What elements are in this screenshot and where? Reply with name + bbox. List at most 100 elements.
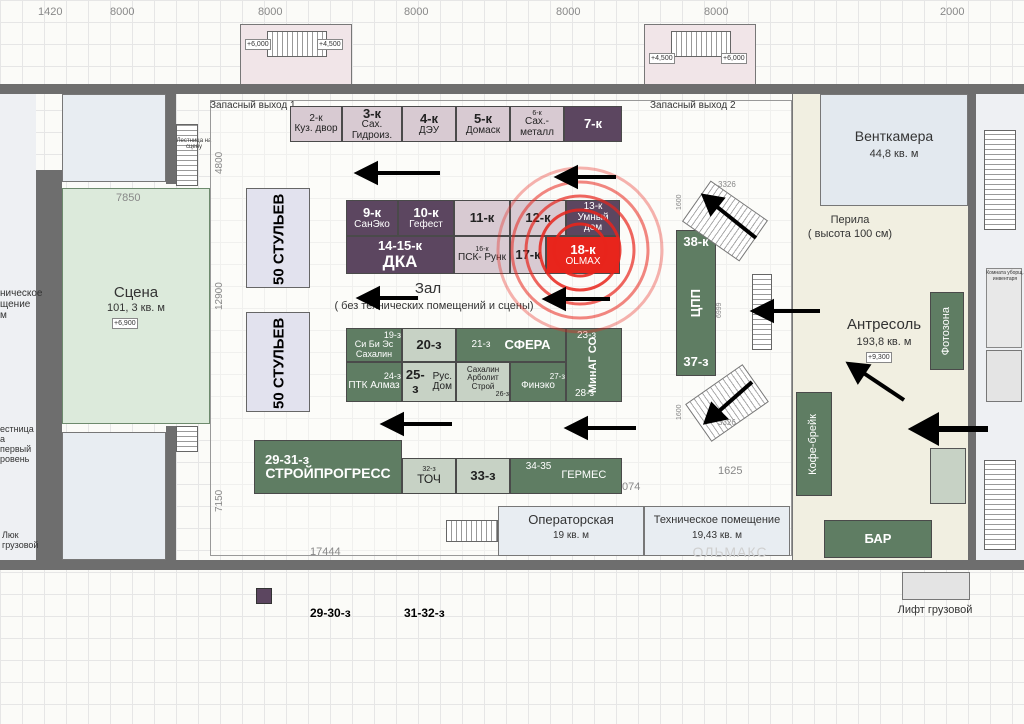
stall-name: Сахалин Арболит Строй <box>466 364 500 391</box>
stall[interactable]: 33-з <box>456 458 510 494</box>
dimension-label: 7850 <box>116 192 141 204</box>
level-marker: +6,000 <box>721 53 747 64</box>
stall[interactable]: 38-к ЦПП 37-з <box>676 230 716 376</box>
dimension-label: 17444 <box>310 546 341 558</box>
seating-block: 50 СТУЛЬЕВ <box>246 188 310 288</box>
stall-name: Финэко <box>521 379 555 391</box>
highlight-ring <box>524 194 636 306</box>
stairs-to-stage <box>176 124 198 186</box>
stall-name: OLMAX <box>565 255 601 267</box>
room-label-line: а первый <box>0 434 32 454</box>
stall-code: 33-з <box>470 468 496 484</box>
railing-height: ( высота 100 см) <box>807 228 893 240</box>
room-label: Лифт грузовой <box>897 604 973 616</box>
exit-label: Запасный выход 2 <box>650 100 736 111</box>
level-marker: +4,500 <box>649 53 675 64</box>
highlight-ring <box>510 180 650 320</box>
stall-name: ПСК- Рунк <box>458 252 506 264</box>
watermark: ОЛЬМАКС <box>692 544 768 560</box>
highlight-rings <box>496 166 664 334</box>
direction-arrows <box>353 160 988 447</box>
stage <box>62 188 210 424</box>
room-label-line: ническое <box>0 288 43 299</box>
stall[interactable]: Кофе-брейк <box>796 392 832 496</box>
stall-code: 21-з <box>471 338 491 350</box>
dimension-label: 074 <box>622 481 641 493</box>
room-label-line: грузовой <box>2 540 39 550</box>
wall <box>0 84 1024 94</box>
stall-code: 38-к <box>683 234 709 249</box>
room-name: Венткамера <box>854 128 934 144</box>
dimension-label: 3326 <box>718 180 736 189</box>
stall-code: 18-к <box>570 241 596 257</box>
legend-swatch <box>256 588 272 604</box>
vent-room <box>820 94 968 206</box>
wc-room <box>986 268 1022 348</box>
stall[interactable]: БАР <box>824 520 932 558</box>
dimension-label: 8000 <box>258 6 283 18</box>
cargo-lift <box>902 572 970 600</box>
room-label-line: Люк <box>2 530 19 540</box>
dimension-label: 1625 <box>718 465 743 477</box>
stall[interactable]: 20-з <box>402 328 456 362</box>
arrow-icon <box>702 380 754 425</box>
stall[interactable]: 11-к <box>454 200 510 236</box>
stall[interactable]: 7-к <box>564 106 622 142</box>
wall <box>166 426 176 560</box>
stall-code: 7-к <box>583 116 603 132</box>
technical-room <box>644 506 790 556</box>
arrow-icon <box>845 361 906 402</box>
legend-item: 29-30-з <box>310 606 351 620</box>
room-label: естница а первый ровень <box>0 424 36 464</box>
stall-code: 2-к <box>309 112 323 124</box>
arrow-icon <box>541 286 610 312</box>
stall-name: ТОЧ <box>417 472 441 487</box>
stairs <box>176 426 198 452</box>
stairs <box>446 520 498 542</box>
stall-name: СТРОЙПРОГРЕСС <box>265 465 391 482</box>
stall[interactable]: Фотозона <box>930 292 964 370</box>
stall-code: 11-к <box>469 210 495 226</box>
wall <box>36 170 62 560</box>
arrow-icon <box>353 160 440 186</box>
stall[interactable]: 23-з МинАГ СО 28-з <box>566 328 622 402</box>
stall-name: Сах. Гидроиз. <box>351 119 393 141</box>
dimension-label: 2000 <box>940 6 965 18</box>
stairs <box>984 460 1016 550</box>
arrow-icon <box>355 285 418 311</box>
wall <box>0 560 1024 570</box>
wall <box>166 94 176 184</box>
arrow-icon <box>907 411 988 447</box>
stall-name: Домаск <box>465 124 501 136</box>
stall-code: 17-к <box>515 247 541 263</box>
left-area <box>0 94 36 560</box>
arrow-icon <box>379 411 452 437</box>
side-room <box>62 432 166 560</box>
display-stand <box>930 448 966 504</box>
dimension-label: 3326 <box>718 418 736 427</box>
dimension-label: 8000 <box>704 6 729 18</box>
dimension-label: 8000 <box>110 6 135 18</box>
room-label: ническое щение м <box>0 288 43 321</box>
room-label: Комната уборщ. инвентаря <box>986 270 1024 282</box>
arrow-icon <box>553 164 616 190</box>
